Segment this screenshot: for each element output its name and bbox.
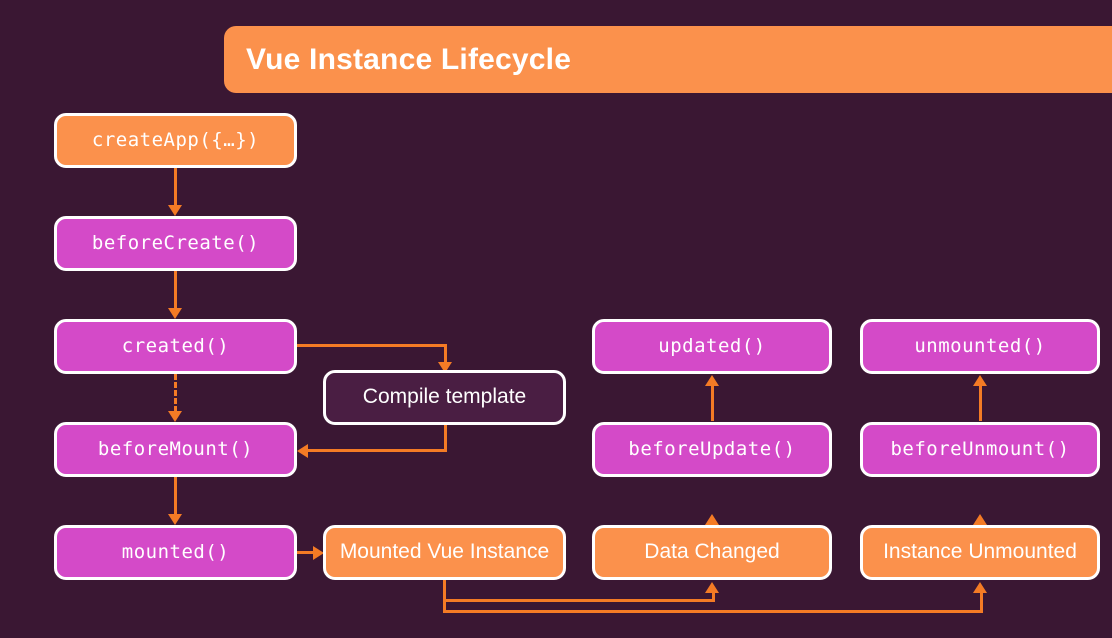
node-unmounted[interactable]: unmounted() xyxy=(860,319,1100,374)
node-before-unmount[interactable]: beforeUnmount() xyxy=(860,422,1100,477)
edge-beforeupdate-updated-arrow xyxy=(705,375,719,386)
node-compile-template[interactable]: Compile template xyxy=(323,370,566,425)
node-before-create[interactable]: beforeCreate() xyxy=(54,216,297,271)
node-created[interactable]: created() xyxy=(54,319,297,374)
node-instance-unmounted[interactable]: Instance Unmounted xyxy=(860,525,1100,580)
edge-compile-beforemount-h xyxy=(308,449,447,452)
edge-mountedvue-datachanged-h xyxy=(443,599,715,602)
edge-created-compile-h xyxy=(297,344,447,347)
page-title: Vue Instance Lifecycle xyxy=(246,42,572,76)
edge-mountedvue-instanceunmounted-v1 xyxy=(443,580,446,613)
edge-createapp-beforecreate-line xyxy=(174,168,177,208)
node-mounted-vue-instance[interactable]: Mounted Vue Instance xyxy=(323,525,566,580)
edge-mountedvue-instanceunmounted-h xyxy=(443,610,983,613)
node-create-app[interactable]: createApp({…}) xyxy=(54,113,297,168)
edge-mountedvue-datachanged-arrow xyxy=(705,582,719,593)
edge-mountedvue-instanceunmounted-v2 xyxy=(980,592,983,613)
edge-createapp-beforecreate-arrow xyxy=(168,205,182,216)
edge-beforeunmount-unmounted-line xyxy=(979,386,982,421)
edge-mountedvue-instanceunmounted-arrow xyxy=(973,582,987,593)
edge-created-compile-arrow xyxy=(438,362,452,373)
title-banner: Vue Instance Lifecycle xyxy=(224,26,1112,93)
edge-beforecreate-created-arrow xyxy=(168,308,182,319)
edge-beforecreate-created-line xyxy=(174,271,177,311)
edge-compile-beforemount-arrow xyxy=(297,444,308,458)
node-data-changed[interactable]: Data Changed xyxy=(592,525,832,580)
edge-instanceunmounted-beforeunmount-arrow xyxy=(973,514,987,525)
node-before-update[interactable]: beforeUpdate() xyxy=(592,422,832,477)
edge-beforemount-mounted-line xyxy=(174,477,177,517)
node-mounted[interactable]: mounted() xyxy=(54,525,297,580)
edge-beforeunmount-unmounted-arrow xyxy=(973,375,987,386)
edge-mounted-mountedvue-arrow xyxy=(313,546,324,560)
edge-datachanged-beforeupdate-arrow xyxy=(705,514,719,525)
edge-created-beforemount-dashed-line xyxy=(174,374,177,412)
edge-mountedvue-datachanged-v2 xyxy=(712,592,715,602)
edge-created-beforemount-arrow xyxy=(168,411,182,422)
edge-compile-beforemount-v xyxy=(444,425,447,452)
node-before-mount[interactable]: beforeMount() xyxy=(54,422,297,477)
edge-beforemount-mounted-arrow xyxy=(168,514,182,525)
edge-mounted-mountedvue-h xyxy=(297,551,315,554)
edge-beforeupdate-updated-line xyxy=(711,386,714,421)
node-updated[interactable]: updated() xyxy=(592,319,832,374)
edge-created-compile-v xyxy=(444,344,447,366)
